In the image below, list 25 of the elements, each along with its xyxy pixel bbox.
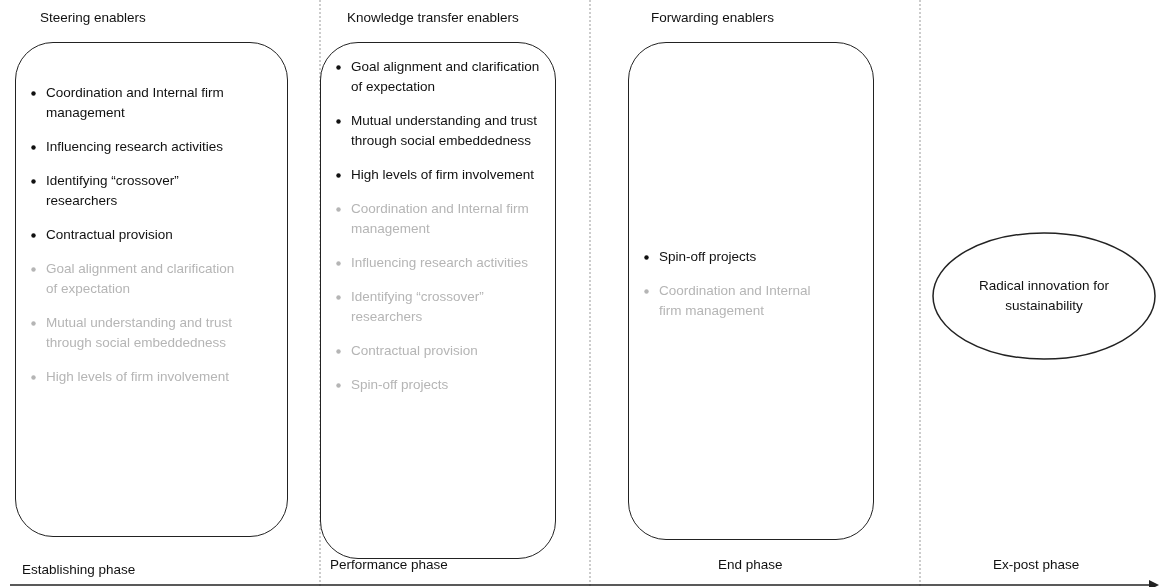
bullet-item: Coordination and Internal firm management — [659, 283, 811, 318]
column-heading: Forwarding enablers — [651, 10, 775, 25]
bullet-item: Identifying “crossover” researchers — [46, 173, 179, 208]
bullet-item: Coordination and Internal firm management — [46, 85, 224, 120]
bullet-item: Spin-off projects — [659, 249, 757, 264]
phase-label: Establishing phase — [22, 562, 136, 577]
bullet-item: Mutual understanding and trust through social embeddedness — [351, 113, 538, 148]
bullet-item: High levels of firm involvement — [46, 369, 230, 384]
outcome-text: Radical innovation for sustainability — [979, 277, 1109, 315]
bullet-item: Goal alignment and clarification of expectation — [351, 59, 540, 94]
column-heading: Knowledge transfer enablers — [347, 10, 519, 25]
bullet-item: Contractual provision — [46, 227, 173, 242]
bullet-item: Mutual understanding and trust through social embeddedness — [46, 315, 233, 350]
bullet-item: Influencing research activities — [46, 139, 224, 154]
bullet-item: Influencing research activities — [351, 255, 529, 270]
bullet-item: Spin-off projects — [351, 377, 449, 392]
bullet-item: Identifying “crossover” researchers — [351, 289, 484, 324]
bullet-item: Goal alignment and clarification of expectation — [46, 261, 235, 296]
bullet-item: Contractual provision — [351, 343, 478, 358]
phase-label: End phase — [718, 557, 783, 572]
bullet-item: High levels of firm involvement — [351, 167, 535, 182]
phase-label: Performance phase — [330, 557, 448, 572]
column-heading: Steering enablers — [40, 10, 146, 25]
phase-label: Ex-post phase — [993, 557, 1080, 572]
bullet-item: Coordination and Internal firm management — [351, 201, 529, 236]
